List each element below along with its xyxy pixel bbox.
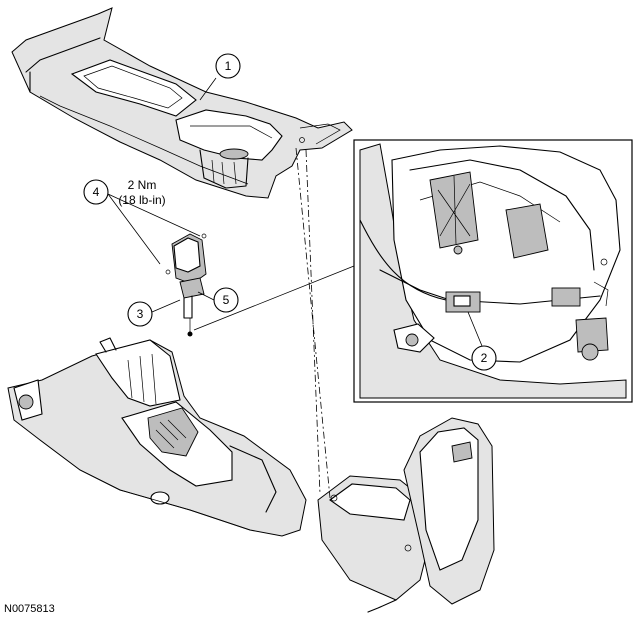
leader-2 bbox=[467, 311, 483, 347]
callout-3-label: 3 bbox=[137, 307, 144, 321]
alignment-line-1 bbox=[295, 147, 331, 499]
callout-5: 5 bbox=[213, 287, 239, 313]
detail-inset bbox=[353, 139, 633, 403]
torque-metric: 2 Nm bbox=[128, 178, 157, 192]
leader-3 bbox=[151, 299, 181, 313]
floor-console bbox=[7, 337, 307, 537]
callout-1: 1 bbox=[215, 53, 241, 79]
torque-imperial: (18 lb-in) bbox=[118, 193, 165, 207]
shifter-knob-assembly bbox=[165, 233, 207, 337]
leader-4 bbox=[107, 193, 201, 265]
reference-code: N0075813 bbox=[4, 603, 55, 615]
callout-2: 2 bbox=[471, 345, 497, 371]
callout-2-label: 2 bbox=[481, 351, 488, 365]
callout-4: 4 bbox=[83, 179, 109, 205]
leader-1 bbox=[199, 77, 217, 101]
callout-3: 3 bbox=[127, 301, 153, 327]
armrest-bin bbox=[317, 417, 495, 613]
callout-1-label: 1 bbox=[225, 59, 232, 73]
callout-5-label: 5 bbox=[223, 293, 230, 307]
callout-4-label: 4 bbox=[93, 185, 100, 199]
console-trim-panel bbox=[11, 7, 353, 199]
detail-pointer-line bbox=[193, 265, 355, 331]
leader-5 bbox=[197, 291, 215, 301]
alignment-line-2 bbox=[305, 149, 321, 495]
